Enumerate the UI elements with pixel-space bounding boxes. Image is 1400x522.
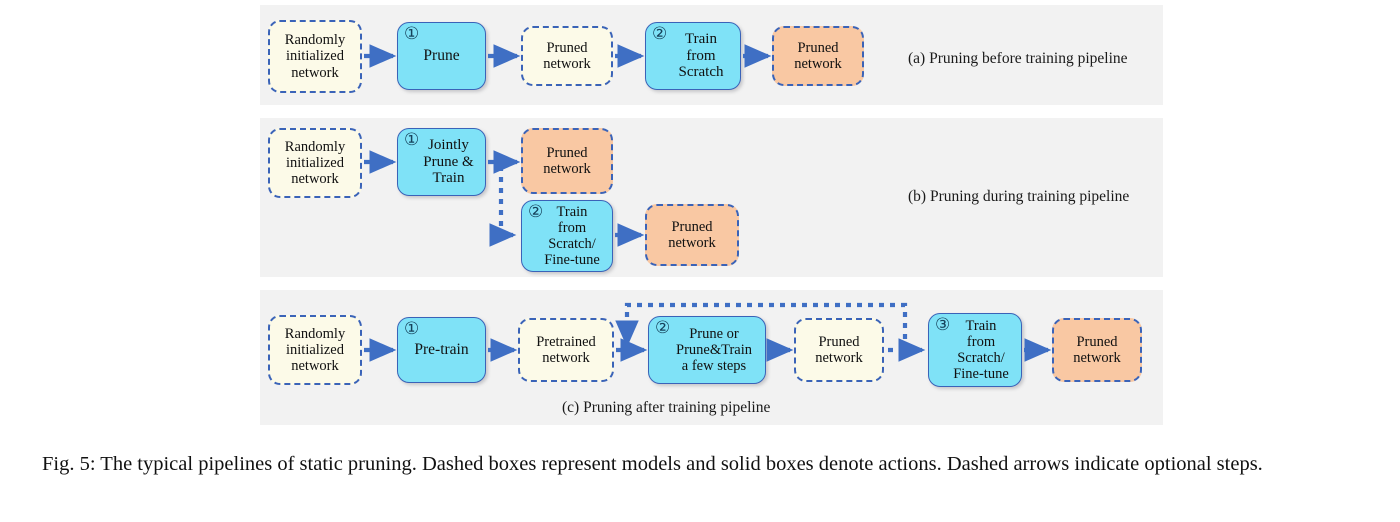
- node-a-prune: ① Prune: [397, 22, 486, 90]
- node-c-pre-train: ① Pre-train: [397, 317, 486, 383]
- step-number-1-icon: ①: [404, 24, 420, 44]
- node-label: Prune: [423, 47, 460, 65]
- step-number-1-icon: ①: [404, 130, 420, 150]
- subcaption-b: (b) Pruning during training pipeline: [908, 188, 1130, 205]
- subcaption-c: (c) Pruning after training pipeline: [562, 399, 771, 416]
- step-number-2-icon: ②: [528, 202, 544, 222]
- step-number-2-icon: ②: [655, 318, 671, 338]
- node-label: Pre-train: [414, 341, 469, 359]
- step-number-2-icon: ②: [652, 24, 668, 44]
- step-number-3-icon: ③: [935, 315, 951, 335]
- subcaption-a: (a) Pruning before training pipeline: [908, 50, 1128, 67]
- figure-caption: Fig. 5: The typical pipelines of static …: [42, 453, 1263, 475]
- step-number-1-icon: ①: [404, 319, 420, 339]
